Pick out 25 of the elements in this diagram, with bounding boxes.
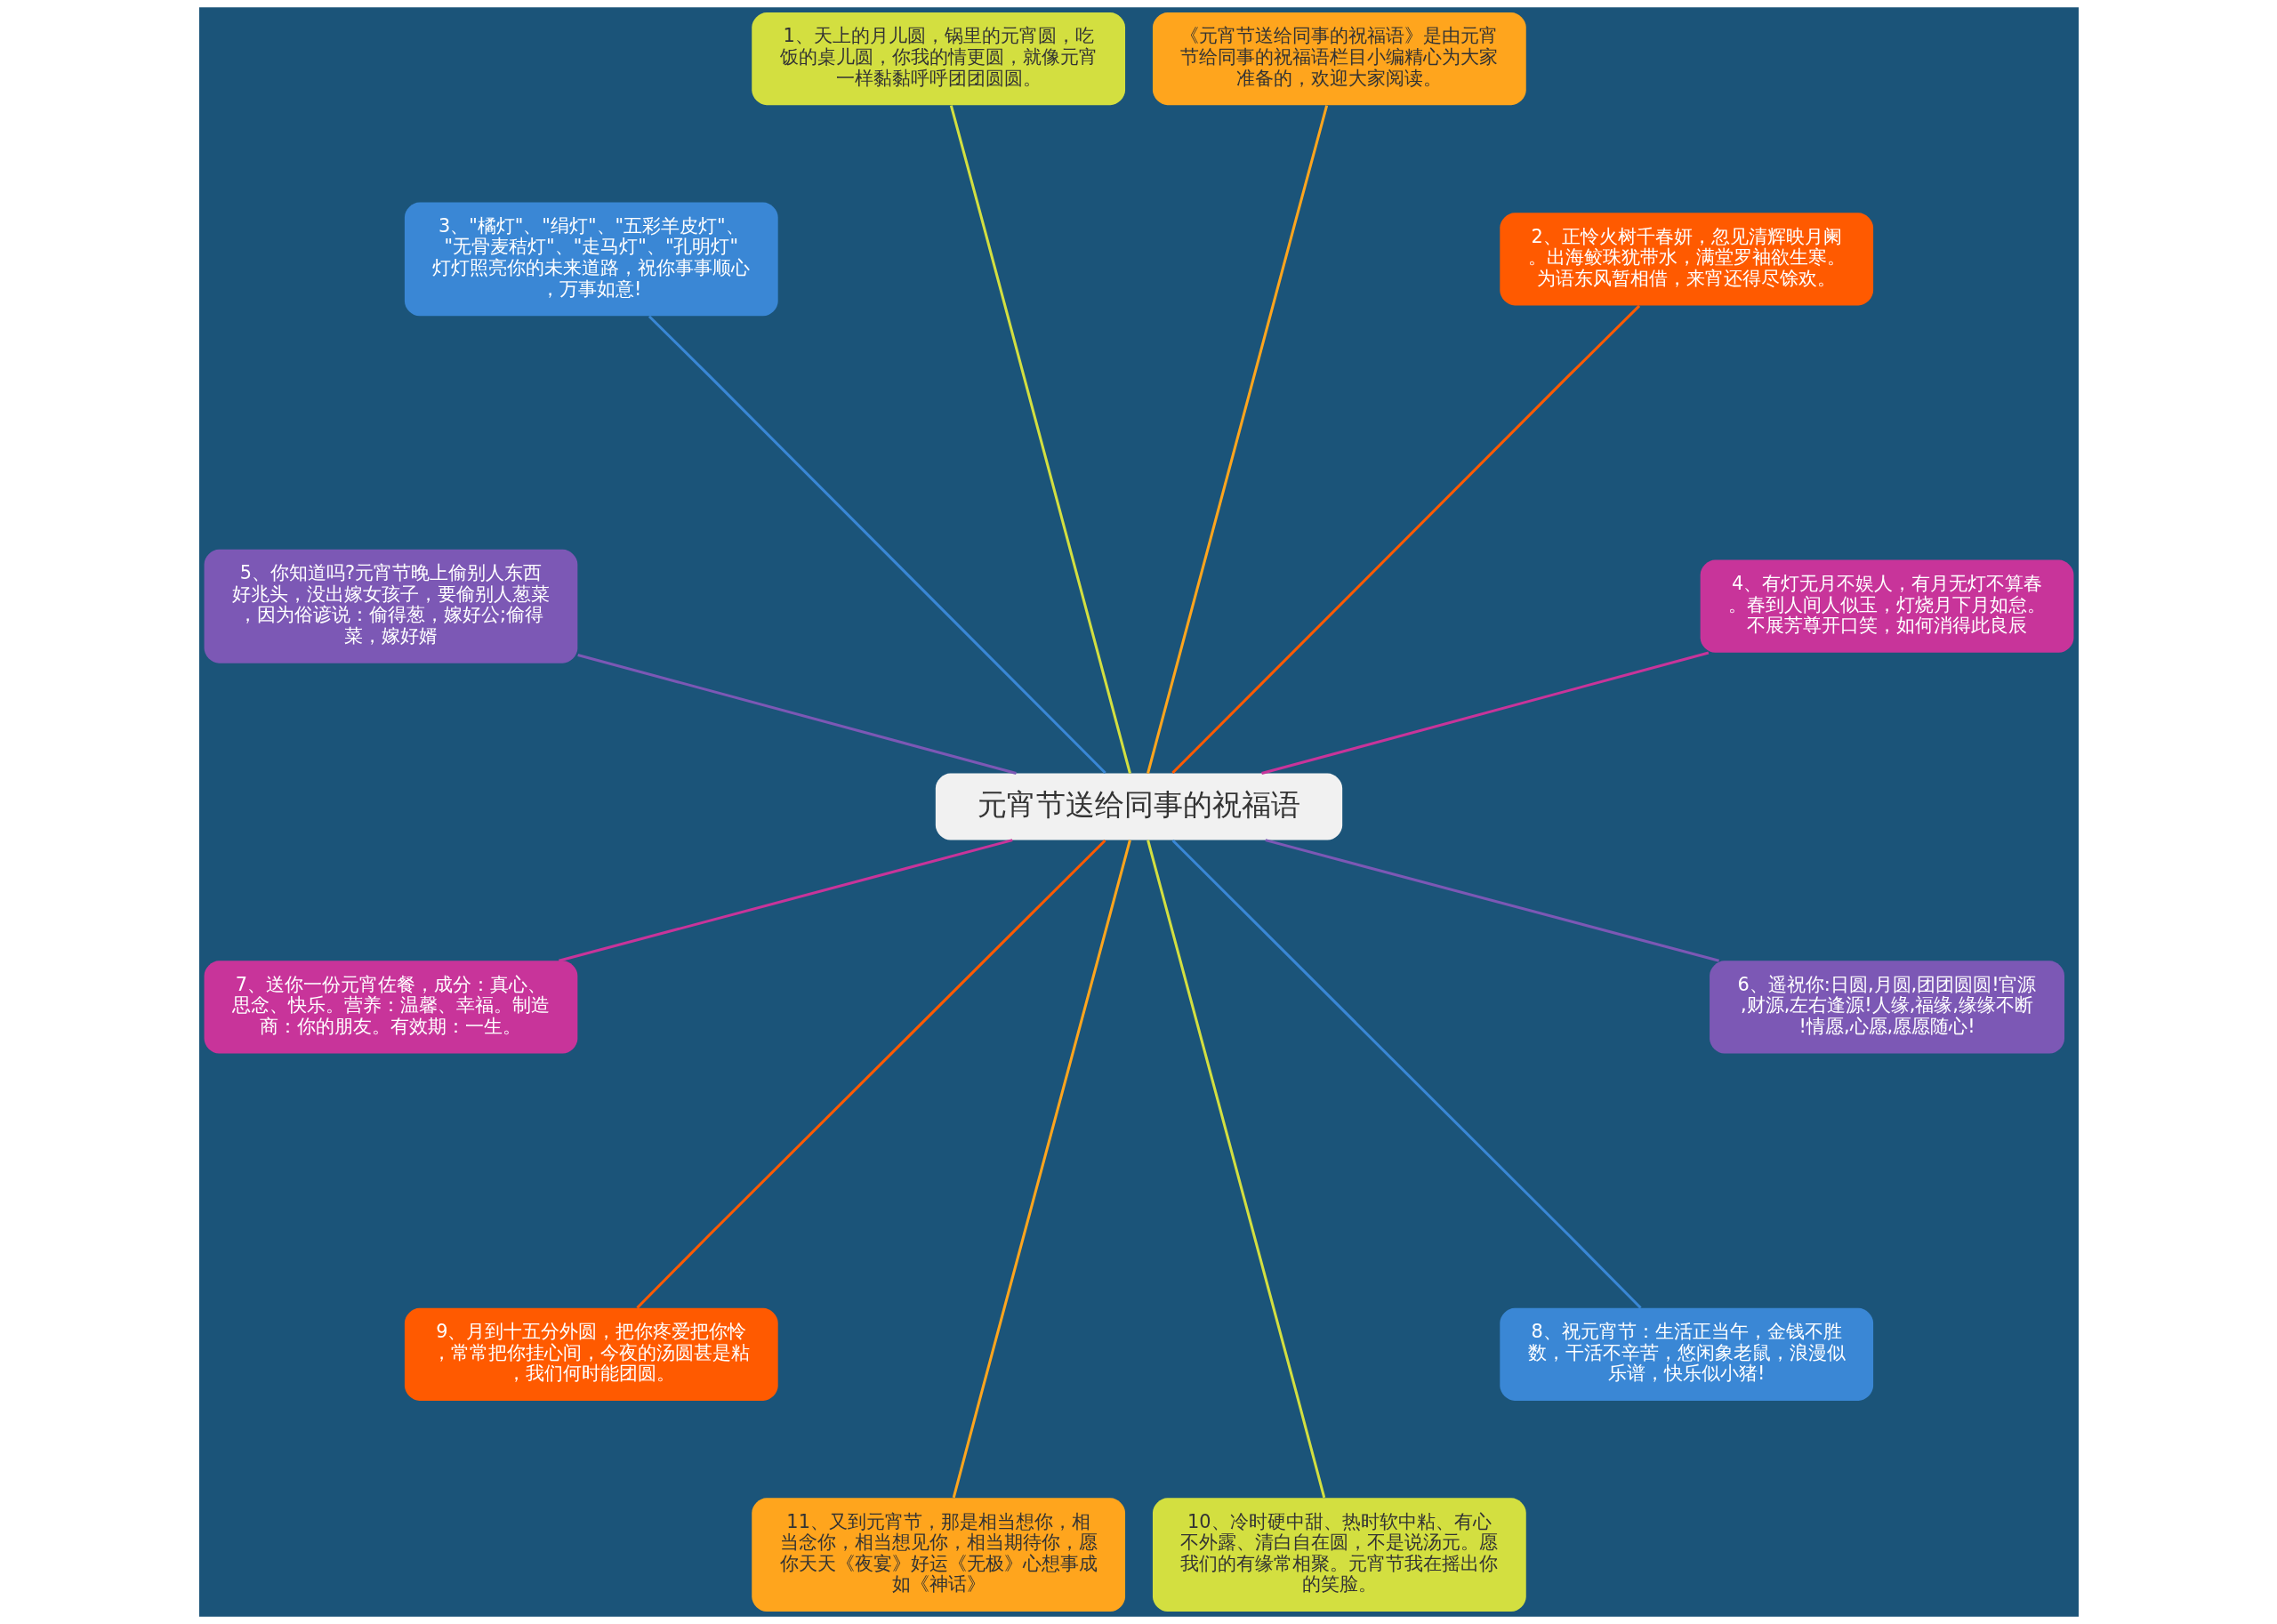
connector bbox=[1260, 651, 1709, 776]
node-box: 5、你知道吗?元宵节晚上偷别人东西好兆头，没出嫁女孩子，要偷别人葱菜，因为俗谚说：偷得葱，嫁好公;偷得菜，嫁好婿 bbox=[204, 549, 577, 663]
connector bbox=[576, 653, 1017, 776]
node-box: 1、天上的月儿圆，锅里的元宵圆，吃饭的桌儿圆，你我的情更圆，就像元宵一样黏黏呼呼团团圆圆。 bbox=[751, 12, 1125, 106]
node-box: 11、又到元宵节，那是相当想你，相当念你，相当想见你，相当期待你，愿你天天《夜宴》好运《无极》心想事成如《神话》 bbox=[751, 1498, 1125, 1612]
node-box: 7、送你一份元宵佐餐，成分：真心、思念、快乐。营养：温馨、幸福。制造商：你的朋友。有效期：一生。 bbox=[204, 961, 577, 1054]
node-box: 6、遥祝你:日圆,月圆,团团圆圆!官源,财源,左右逢源!人缘,福缘,缘缘不断!情愿,心愿,愿愿随心! bbox=[1709, 961, 2064, 1054]
connector bbox=[949, 105, 1131, 774]
node-box: 10、冷时硬中甜、热时软中粘、有心不外露、清白自在圆，不是说汤元。愿我们的有缘常相聚。元宵节我在摇出你的笑脸。 bbox=[1152, 1498, 1526, 1612]
node-box: 9、月到十五分外圆，把你疼爱把你怜，常常把你挂心间，今夜的汤圆甚是粘，我们何时能团圆。 bbox=[404, 1307, 778, 1401]
node-box: 4、有灯无月不娱人，有月无灯不算春。春到人间人似玉，灯烧月下月如怠。不展芳尊开口笑，如何消得此良辰 bbox=[1700, 559, 2073, 653]
connector bbox=[1171, 839, 1642, 1309]
node-box: 《元宵节送给同事的祝福语》是由元宵节给同事的祝福语栏目小编精心为大家准备的，欢迎大家阅读。 bbox=[1152, 12, 1526, 106]
connector bbox=[952, 840, 1131, 1499]
connector bbox=[558, 839, 1013, 962]
node-box: 2、正怜火树千春妍，忽见清辉映月阑。出海鲛珠犹带水，满堂罗袖欲生寒。为语东风暂相借，来宵还得尽馀欢。 bbox=[1499, 213, 1873, 306]
connector bbox=[1146, 840, 1325, 1499]
connector bbox=[1264, 839, 1719, 962]
node-box: 元宵节送给同事的祝福语 bbox=[935, 773, 1342, 840]
connector bbox=[648, 315, 1106, 775]
node-box: 3、"橘灯"、"绢灯"、"五彩羊皮灯"、"无骨麦秸灯"、"走马灯"、"孔明灯"灯灯照亮你的未来道路，祝你事事顺心，万事如意! bbox=[404, 202, 778, 317]
node-box: 8、祝元宵节：生活正当午，金钱不胜数，干活不辛苦，悠闲象老鼠，浪漫似乐谱，快乐似小猪! bbox=[1499, 1307, 1873, 1401]
connector bbox=[635, 839, 1106, 1309]
connector bbox=[1171, 304, 1640, 775]
connector bbox=[1146, 105, 1328, 774]
